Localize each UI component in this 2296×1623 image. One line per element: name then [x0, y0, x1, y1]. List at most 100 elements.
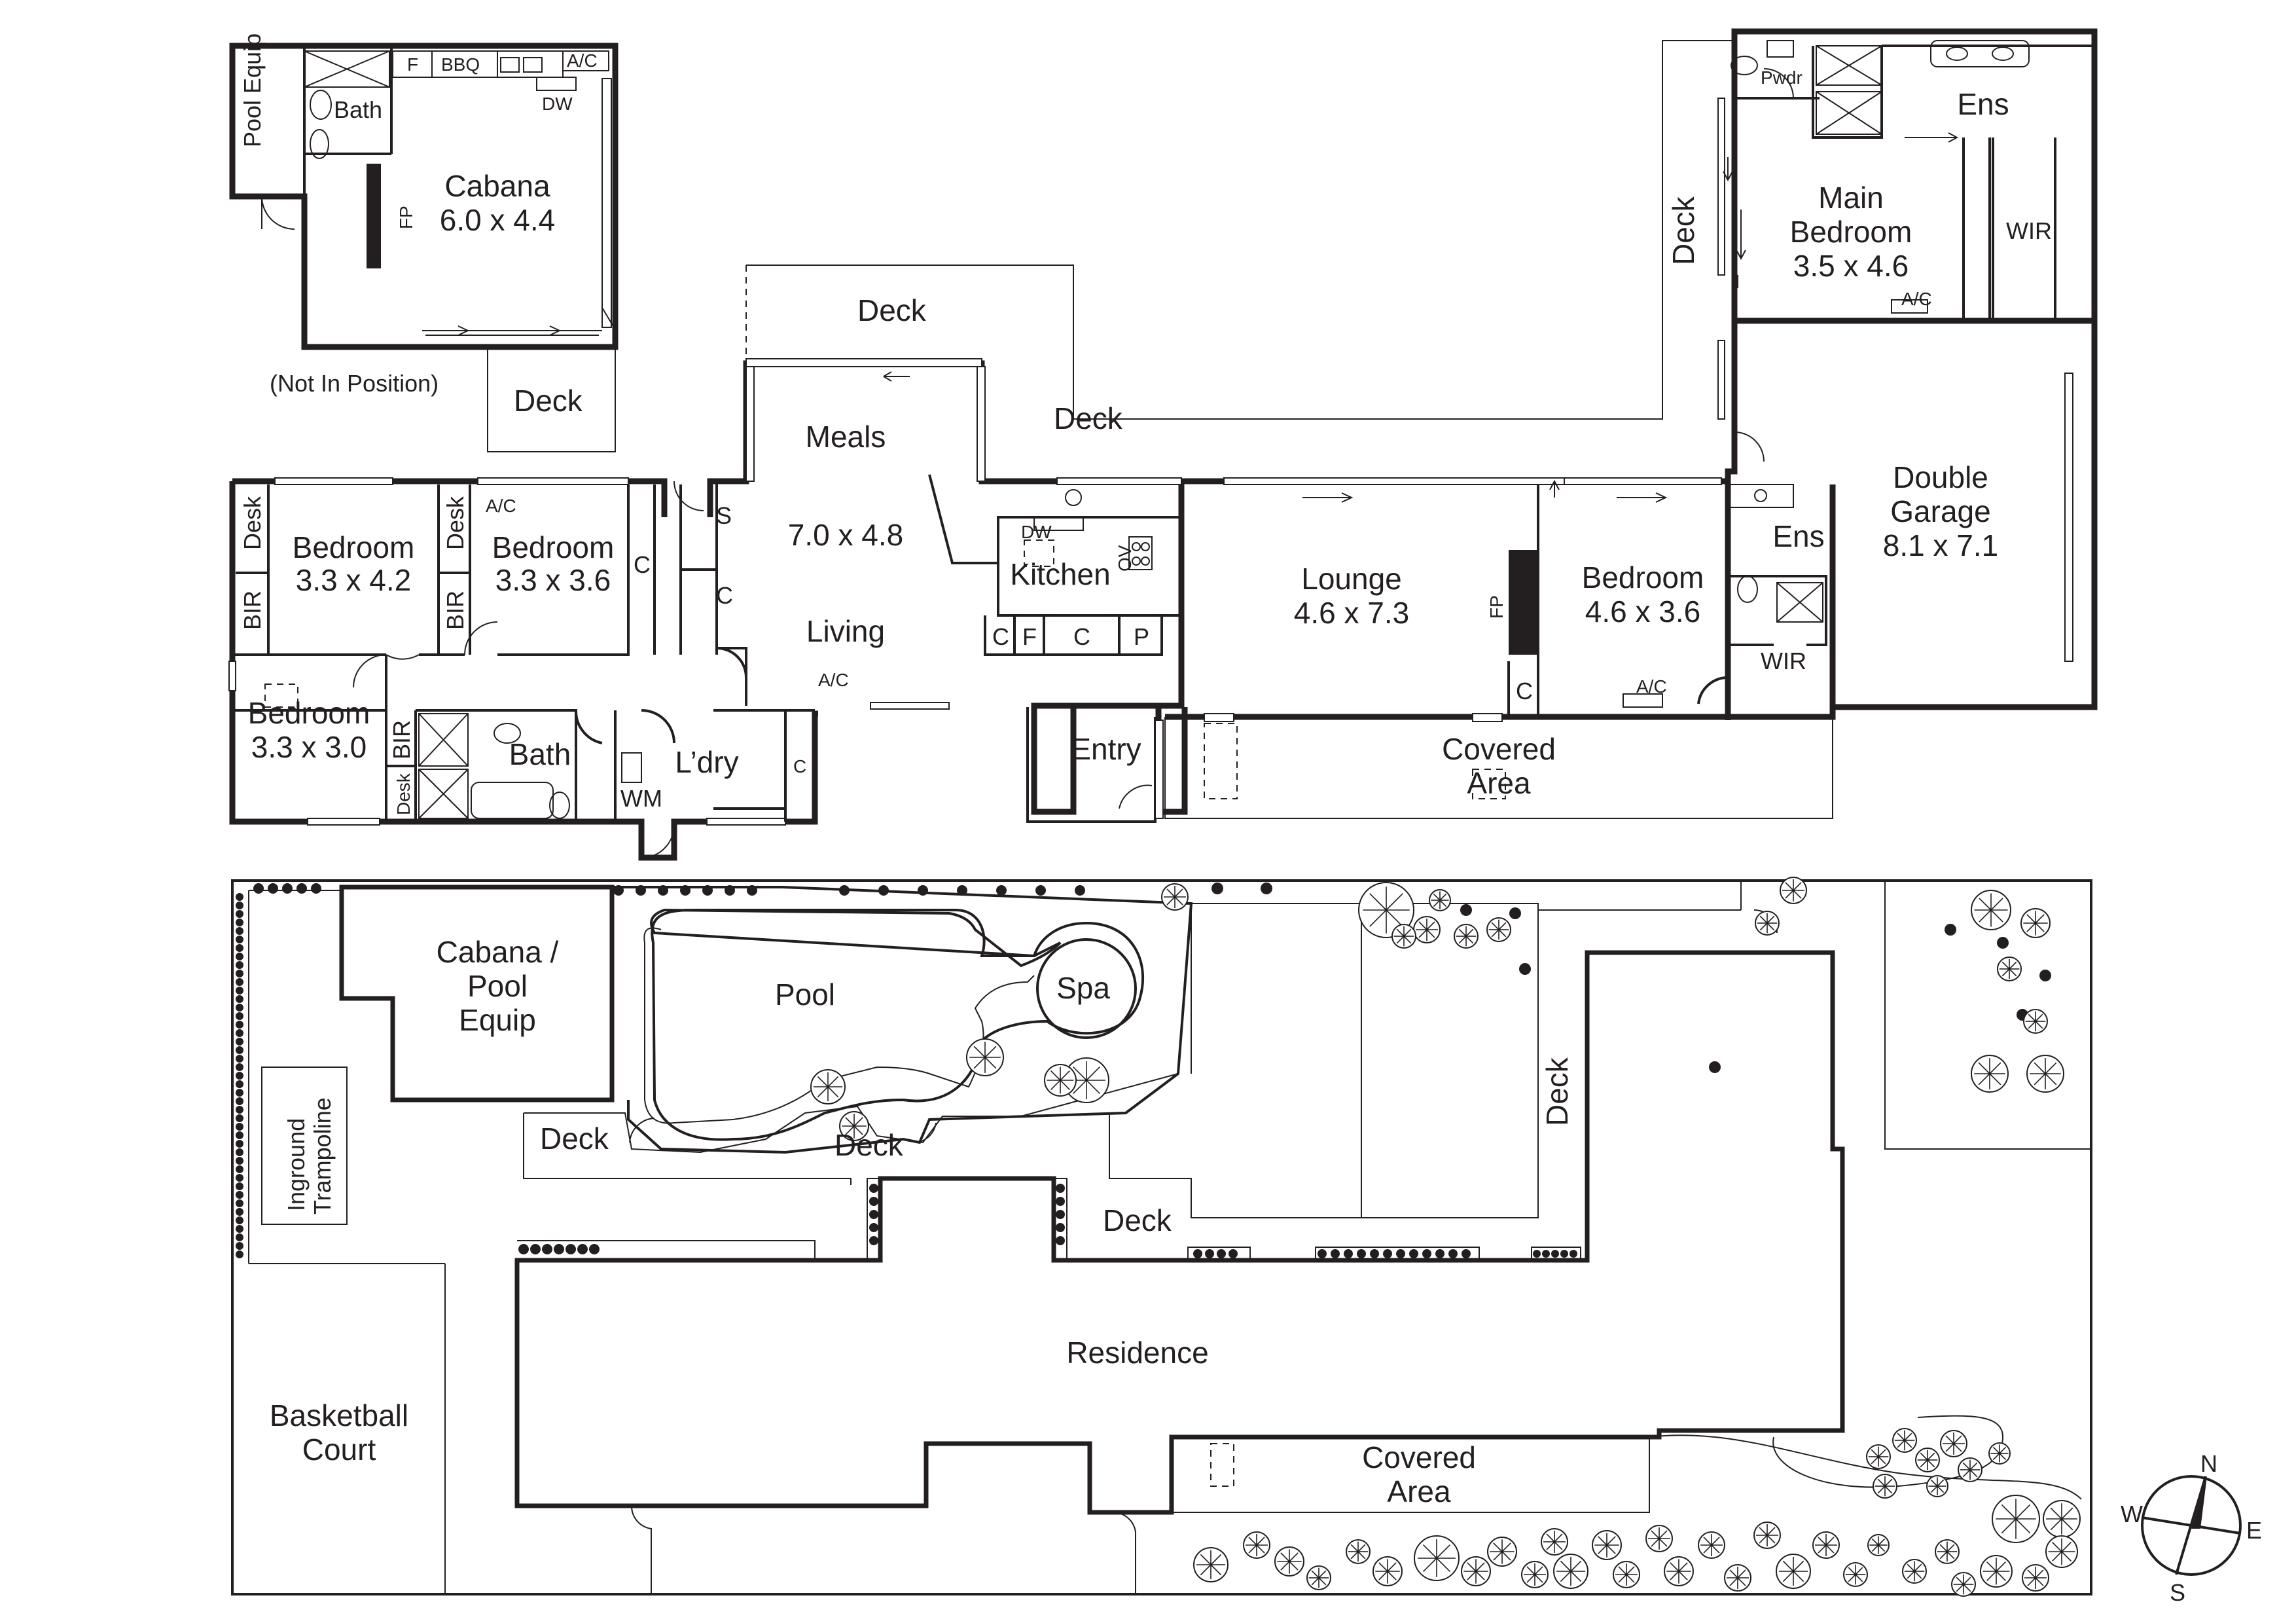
hedge-shrub	[268, 883, 278, 894]
hedge-shrub	[1409, 1249, 1418, 1258]
tree	[2043, 1500, 2081, 1538]
lounge-closet-label: C	[1516, 678, 1533, 704]
hedge-shrub	[1422, 1249, 1431, 1258]
trampoline-label-1: Inground	[283, 1118, 310, 1211]
hedge-shrub	[1056, 1197, 1065, 1206]
oven-label: OV	[1115, 545, 1135, 572]
hedge-shrub	[236, 1089, 243, 1097]
site-covered-label-2: Area	[1387, 1474, 1451, 1508]
hedge-shrub	[1542, 1250, 1550, 1258]
covered-area-label-2: Area	[1467, 766, 1531, 800]
hedge-shrub	[236, 961, 243, 969]
hedge-shrub	[1193, 1249, 1202, 1258]
hedge-shrub	[1318, 1249, 1327, 1258]
covered-area-label-1: Covered	[1442, 732, 1556, 766]
tree	[1940, 1430, 1967, 1457]
wir-label: WIR	[1761, 647, 1806, 674]
tree	[839, 1111, 869, 1141]
tree	[1613, 1561, 1640, 1588]
site-deck-lower-label: Deck	[1103, 1203, 1172, 1237]
hedge-shrub	[253, 883, 264, 894]
hedge-shrub	[236, 902, 243, 909]
tree	[1592, 1530, 1622, 1560]
tree	[1866, 1444, 1891, 1469]
compass-south: S	[2170, 1579, 2185, 1606]
site-deck-left-label: Deck	[540, 1122, 609, 1156]
hedge-shrub	[1370, 1249, 1379, 1258]
hedge-shrub	[725, 885, 735, 896]
deck-right-label: Deck	[1054, 401, 1123, 435]
bath-label: Bath	[509, 737, 571, 771]
hedge-shrub	[1217, 1249, 1226, 1258]
living-label: Living	[806, 614, 885, 648]
bedroom1-label: Bedroom	[293, 530, 415, 564]
main-bedroom-size: 3.5 x 4.6	[1793, 249, 1909, 283]
hedge-shrub	[2039, 970, 2051, 981]
lounge-size: 4.6 x 7.3	[1294, 596, 1409, 630]
tree	[2023, 1009, 2048, 1034]
hedge-shrub	[542, 1244, 552, 1254]
tree	[1553, 1554, 1588, 1589]
hedge-shrub	[869, 1197, 878, 1206]
laundry-closet-label: C	[793, 756, 806, 776]
tree	[1724, 1564, 1751, 1592]
bed3-desk-label: Desk	[393, 773, 414, 815]
hedge-shrub	[236, 1165, 243, 1173]
hedge-shrub	[869, 1236, 878, 1245]
tree	[1926, 1475, 1948, 1497]
tree	[1461, 1556, 1491, 1586]
hedge-shrub	[1448, 1249, 1458, 1258]
tree	[1243, 1531, 1270, 1559]
tree	[810, 1069, 846, 1104]
hedge-shrub	[1205, 1249, 1214, 1258]
hedge-shrub	[957, 885, 967, 896]
hedge-shrub	[1560, 1250, 1568, 1258]
hedge-shrub	[1519, 963, 1531, 975]
compass-east: E	[2246, 1517, 2262, 1544]
hedge-shrub	[236, 953, 243, 960]
hedge-shrub	[1035, 885, 1046, 896]
bed2-desk-label: Desk	[442, 496, 469, 550]
tree	[1372, 1556, 1403, 1586]
pool-equip-label: Pool Equip	[239, 33, 266, 147]
site-cabana-label-3: Equip	[459, 1003, 536, 1037]
lounge-fireplace-label: FP	[1486, 595, 1507, 619]
tree	[1645, 1525, 1673, 1552]
tree	[1753, 1522, 1781, 1549]
tree	[2022, 1564, 2049, 1592]
hedge-shrub	[236, 978, 243, 986]
tree	[1935, 1539, 1960, 1564]
tree	[1951, 1572, 1976, 1597]
tree	[1487, 1537, 1517, 1567]
tree	[2020, 908, 2051, 938]
powder-room-label: Pwdr	[1761, 67, 1803, 88]
bbq-label: BBQ	[441, 54, 480, 75]
hedge-shrub	[1229, 1249, 1238, 1258]
tree	[1193, 1547, 1229, 1582]
basketball-court-label-2: Court	[302, 1432, 376, 1467]
tree	[966, 1038, 1004, 1076]
hedge-shrub	[236, 1174, 243, 1182]
hedge-shrub	[236, 987, 243, 994]
compass-west: W	[2121, 1501, 2143, 1527]
hedge-shrub	[1056, 1210, 1065, 1219]
main-ac-label: A/C	[1901, 289, 1932, 309]
tree	[1971, 1055, 2009, 1093]
kitchen-fridge-label: F	[1022, 623, 1037, 650]
tree	[1958, 1457, 1982, 1482]
hedge-shrub	[236, 919, 243, 926]
hedge-shrub	[1533, 1250, 1541, 1258]
hedge-shrub	[1945, 924, 1956, 936]
living-closet-label: C	[716, 582, 733, 609]
hedge-shrub	[1997, 937, 2009, 949]
bedroom2-size: 3.3 x 3.6	[495, 563, 611, 597]
tree	[1755, 911, 1780, 936]
hedge-shrub	[613, 885, 624, 896]
bedroom1-size: 3.3 x 4.2	[296, 563, 411, 597]
bed1-desk-label: Desk	[239, 496, 266, 550]
hedge-shrub	[869, 1184, 878, 1193]
hedge-dots	[236, 883, 2051, 1258]
tree	[1988, 1442, 2011, 1465]
hedge-shrub	[878, 885, 889, 896]
main-bedroom-label-1: Main	[1818, 181, 1884, 215]
